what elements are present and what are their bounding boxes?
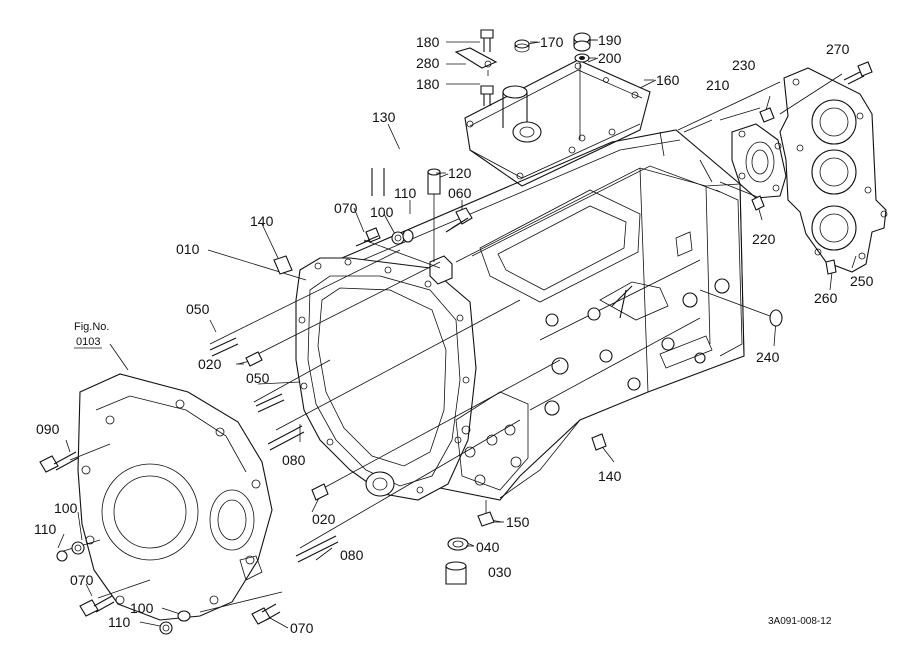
transmission-case bbox=[295, 129, 745, 501]
callout-070-bottom: 070 bbox=[290, 620, 314, 636]
callout-040: 040 bbox=[476, 539, 500, 555]
callout-100-bottom: 100 bbox=[130, 600, 154, 616]
callout-190: 190 bbox=[598, 32, 622, 48]
callout-090: 090 bbox=[36, 421, 60, 437]
callout-170: 170 bbox=[540, 34, 564, 50]
callout-010: 010 bbox=[176, 241, 200, 257]
callout-130: 130 bbox=[372, 109, 396, 125]
callout-050-lower: 050 bbox=[246, 370, 270, 386]
callout-240: 240 bbox=[756, 349, 780, 365]
callout-100-left: 100 bbox=[54, 500, 78, 516]
callout-080-lower: 080 bbox=[340, 547, 364, 563]
callout-230: 230 bbox=[732, 57, 756, 73]
callout-220: 220 bbox=[752, 231, 776, 247]
callout-030: 030 bbox=[488, 564, 512, 580]
callout-270: 270 bbox=[826, 41, 850, 57]
callout-210: 210 bbox=[706, 77, 730, 93]
callout-110-top: 110 bbox=[394, 185, 417, 201]
callout-160: 160 bbox=[656, 72, 680, 88]
callout-260: 260 bbox=[814, 290, 838, 306]
callout-120: 120 bbox=[448, 165, 472, 181]
callout-020-lower: 020 bbox=[312, 511, 336, 527]
callout-070-left: 070 bbox=[70, 572, 94, 588]
callout-020-upper: 020 bbox=[198, 356, 222, 372]
callout-180-top: 180 bbox=[416, 34, 440, 50]
fig-ref-number: 0103 bbox=[76, 336, 100, 348]
callout-050-upper: 050 bbox=[186, 301, 210, 317]
callout-140-lower: 140 bbox=[598, 468, 622, 484]
callout-180-lower: 180 bbox=[416, 76, 440, 92]
callout-080-upper: 080 bbox=[282, 452, 306, 468]
small-parts bbox=[39, 29, 873, 635]
callout-200: 200 bbox=[598, 50, 622, 66]
callout-110-bottom: 110 bbox=[108, 614, 131, 630]
fig-ref-label: Fig.No. bbox=[74, 321, 109, 333]
callout-070-top: 070 bbox=[334, 200, 358, 216]
callout-110-left: 110 bbox=[34, 521, 57, 537]
callout-150: 150 bbox=[506, 514, 530, 530]
callout-100-top: 100 bbox=[370, 204, 394, 220]
front-housing-reference bbox=[77, 373, 273, 621]
callout-060: 060 bbox=[448, 185, 472, 201]
callout-250: 250 bbox=[850, 273, 874, 289]
callout-labels: 180 170 190 280 200 180 160 270 230 210 … bbox=[34, 32, 874, 636]
top-cover bbox=[464, 59, 651, 187]
rear-cover bbox=[779, 67, 888, 273]
callout-280: 280 bbox=[416, 55, 440, 71]
side-cover-plate bbox=[731, 123, 787, 199]
callout-140-top: 140 bbox=[250, 213, 274, 229]
drawing-code: 3A091-008-12 bbox=[768, 616, 832, 627]
leader-lines bbox=[57, 39, 857, 629]
